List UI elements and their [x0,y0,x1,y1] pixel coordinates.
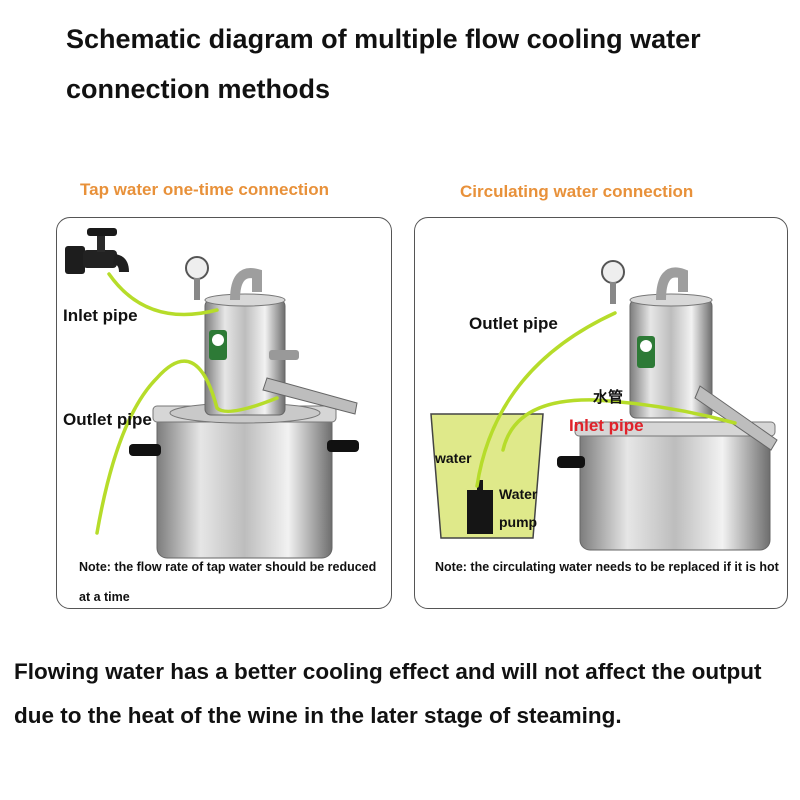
page-title: Schematic diagram of multiple flow cooli… [66,24,701,104]
outlet-pipe-label: Outlet pipe [469,314,558,333]
circulating-water-panel: Outlet pipe Inlet pipe 水管 water Water pu… [414,217,788,609]
water-label: water [435,450,472,466]
outlet-pipe [95,359,279,535]
inlet-pipe-label: Inlet pipe [569,416,644,435]
water-pump-label-2: pump [499,514,538,530]
faucet-icon [65,228,129,274]
condenser-column [601,260,778,451]
water-pump-label-1: Water [499,486,538,502]
circulating-distiller-illustration [430,260,778,551]
boiler-pot [129,402,359,559]
tap-water-panel: Inlet pipe Outlet pipe Note: the flow ra… [56,217,392,609]
tap-water-distiller-illustration [65,228,359,559]
boiler-pot [557,421,776,551]
tap-water-note: Note: the flow rate of tap water should … [79,560,377,604]
right-section-heading: Circulating water connection [460,182,694,201]
footer-text: Flowing water has a better cooling effec… [14,659,762,728]
condenser-column [185,256,358,416]
water-hose-label: 水管 [593,389,624,406]
inlet-pipe-label: Inlet pipe [63,306,138,325]
circulating-water-note: Note: the circulating water needs to be … [435,560,779,574]
inlet-pipe [501,398,737,452]
outlet-pipe-label: Outlet pipe [63,410,152,429]
inlet-pipe [107,272,219,317]
water-bucket [430,413,544,539]
outlet-pipe [475,311,617,488]
left-section-heading: Tap water one-time connection [80,180,330,199]
water-pump-icon [467,490,493,534]
